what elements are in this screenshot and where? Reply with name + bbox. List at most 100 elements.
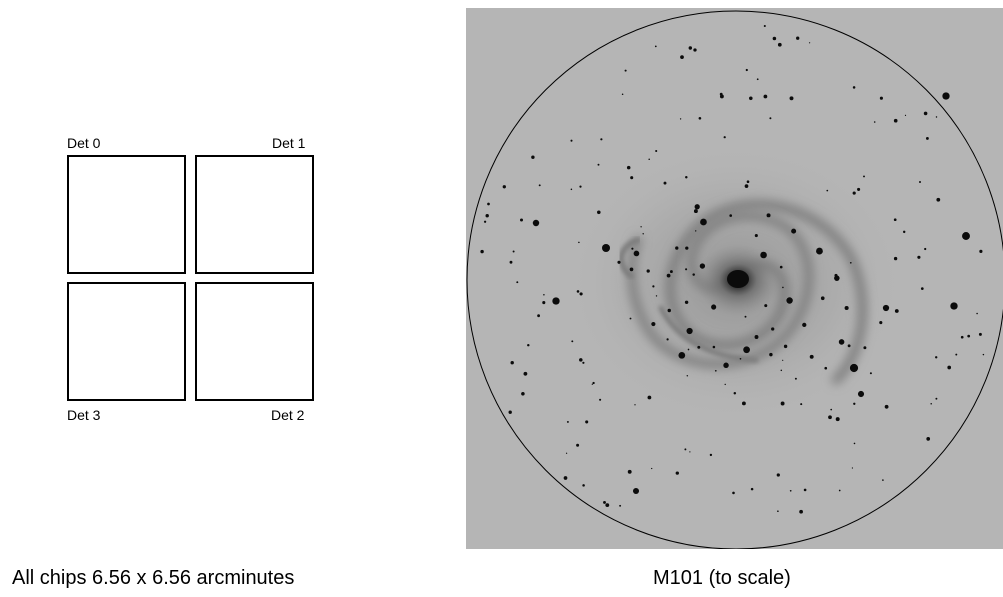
hii-knot	[729, 214, 733, 217]
star	[510, 361, 514, 365]
chip-size-caption: All chips 6.56 x 6.56 arcminutes	[12, 567, 295, 589]
hii-knot	[764, 304, 768, 308]
bright-star	[950, 302, 958, 310]
star	[684, 300, 689, 305]
star	[750, 487, 754, 491]
star	[686, 375, 689, 377]
star	[582, 484, 585, 487]
hii-knot	[694, 204, 700, 210]
bright-star	[942, 92, 950, 100]
bright-star	[849, 363, 859, 373]
star	[799, 509, 803, 514]
star	[852, 191, 856, 195]
bright-star	[601, 243, 611, 253]
star	[576, 290, 580, 293]
star	[652, 285, 655, 288]
star	[687, 348, 690, 351]
bright-star	[552, 297, 560, 305]
bright-star	[632, 487, 640, 495]
star	[884, 404, 889, 409]
star	[835, 417, 840, 422]
star	[920, 287, 924, 290]
star	[516, 281, 519, 284]
star	[976, 312, 978, 315]
star	[654, 45, 657, 48]
hii-knot	[824, 366, 828, 370]
star	[849, 261, 852, 264]
star	[646, 269, 650, 273]
star	[830, 408, 833, 411]
star	[719, 94, 724, 99]
star	[483, 220, 487, 223]
star	[782, 286, 784, 289]
star	[624, 69, 627, 72]
star	[904, 114, 907, 116]
star	[828, 415, 832, 420]
hii-knot	[820, 296, 825, 301]
hii-knot	[786, 297, 793, 304]
star	[487, 202, 490, 206]
star	[879, 96, 883, 100]
star	[695, 230, 697, 232]
star	[960, 335, 964, 339]
bright-star	[857, 390, 865, 398]
star	[592, 381, 595, 385]
star	[893, 256, 898, 261]
star	[619, 504, 622, 507]
star	[688, 46, 693, 50]
star	[925, 136, 929, 140]
star	[936, 197, 941, 202]
star	[627, 469, 632, 474]
star	[689, 451, 691, 453]
star	[605, 503, 610, 507]
star	[863, 175, 865, 178]
hii-knot	[675, 246, 679, 250]
star	[967, 334, 971, 338]
star	[576, 443, 580, 447]
star	[692, 273, 695, 276]
star	[648, 158, 650, 161]
star	[756, 78, 759, 81]
hii-knot	[802, 322, 807, 327]
star	[732, 491, 735, 495]
star	[749, 96, 753, 101]
chip-det-1	[195, 155, 314, 274]
star	[603, 500, 606, 504]
star	[879, 321, 883, 325]
star	[617, 260, 621, 264]
spiral-arm	[627, 212, 813, 369]
star	[685, 268, 688, 271]
star	[809, 354, 814, 359]
star	[663, 181, 667, 185]
star	[789, 96, 794, 101]
m101-galaxy-image	[466, 8, 1003, 549]
star	[853, 402, 856, 405]
spiral-arm	[618, 237, 641, 279]
star	[651, 467, 653, 470]
star	[629, 317, 632, 320]
star	[930, 402, 932, 405]
hii-knot	[838, 339, 845, 345]
hii-knot	[651, 321, 656, 327]
star	[847, 344, 851, 348]
star	[744, 184, 749, 188]
star	[655, 295, 658, 297]
hii-knot	[666, 273, 671, 278]
star	[502, 185, 506, 189]
star	[480, 249, 484, 254]
star	[698, 116, 702, 120]
star	[579, 292, 583, 296]
star	[794, 377, 797, 380]
star	[570, 188, 573, 191]
star	[863, 346, 867, 350]
star	[979, 249, 983, 253]
star	[531, 155, 535, 159]
hii-knot	[700, 218, 707, 226]
hii-knot	[771, 327, 775, 331]
star	[919, 181, 921, 183]
hii-knot	[629, 267, 634, 272]
star	[600, 138, 603, 141]
star	[642, 233, 644, 235]
star	[776, 473, 780, 477]
star	[538, 184, 541, 187]
